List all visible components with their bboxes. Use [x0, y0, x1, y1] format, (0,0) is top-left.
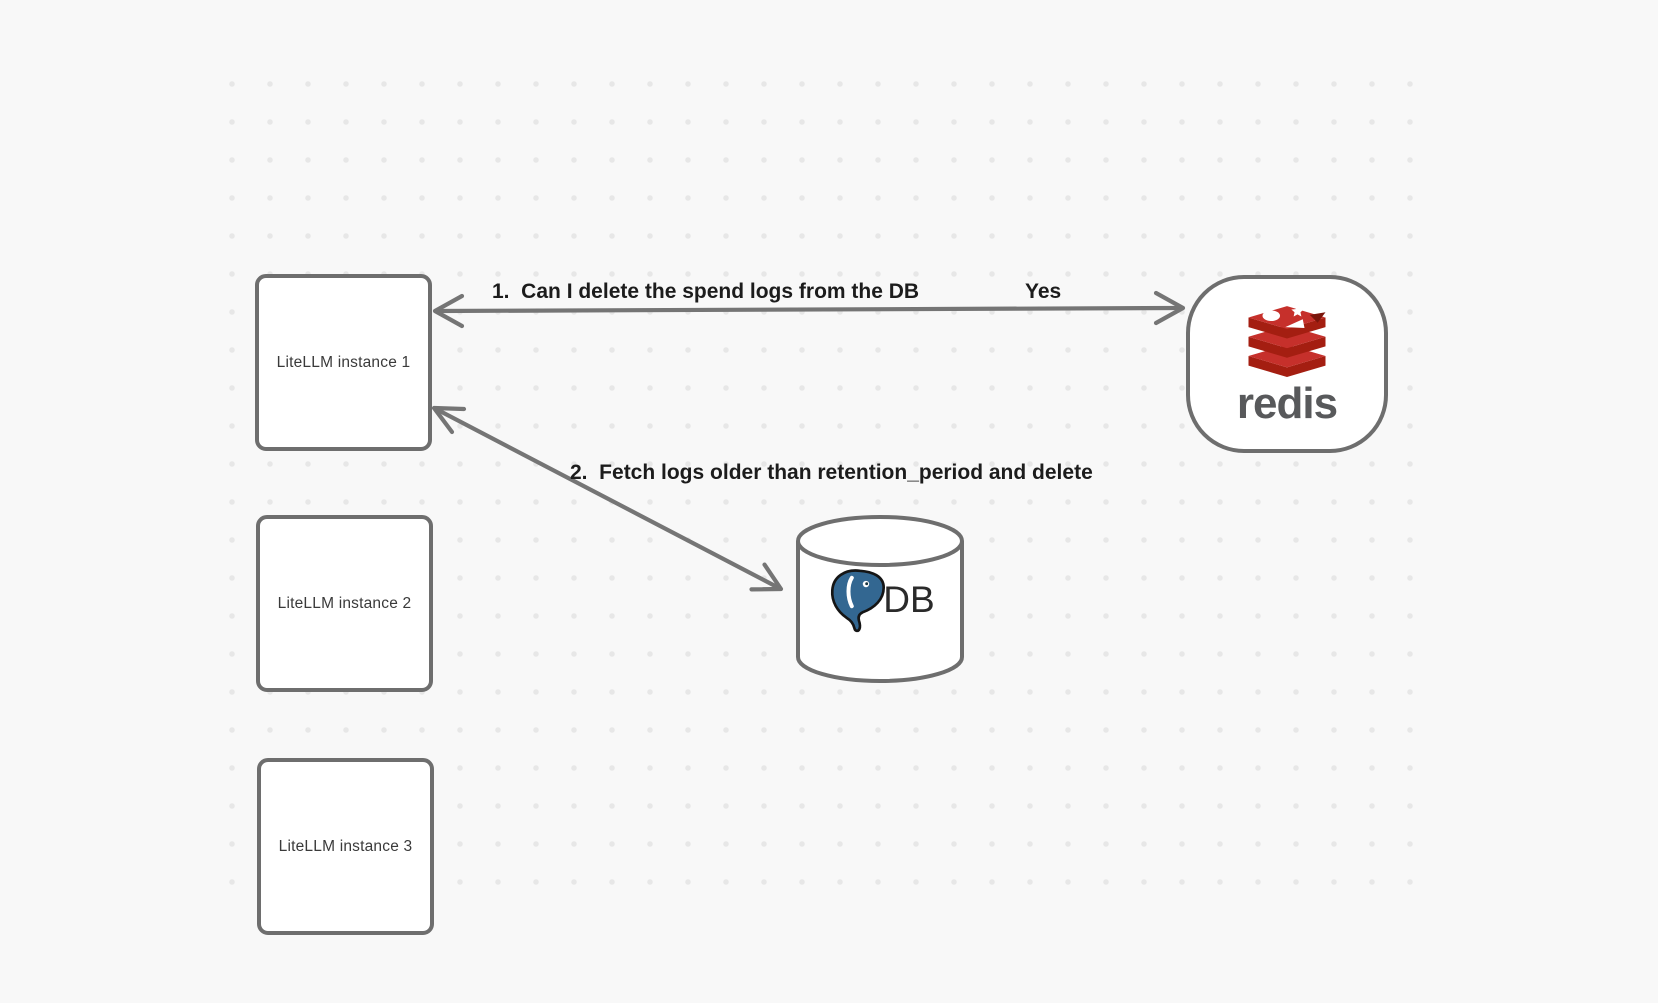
litellm-instance-3-box[interactable]: LiteLLM instance 3: [257, 758, 434, 935]
arrow-instance1-redis[interactable]: [432, 290, 1186, 329]
db-node-content[interactable]: DB: [800, 552, 962, 648]
redis-node[interactable]: redis: [1186, 275, 1388, 453]
redis-wordmark: redis: [1236, 378, 1338, 428]
litellm-instance-1-box[interactable]: LiteLLM instance 1: [255, 274, 432, 451]
postgresql-elephant-icon: [831, 569, 886, 633]
litellm-instance-2-box[interactable]: LiteLLM instance 2: [256, 515, 433, 692]
arrow1-annotation[interactable]: 1. Can I delete the spend logs from the …: [492, 280, 920, 303]
redis-stack-icon: [1248, 304, 1326, 377]
litellm-instance-3-label: LiteLLM instance 3: [278, 837, 413, 855]
litellm-instance-1-label: LiteLLM instance 1: [276, 353, 411, 371]
litellm-instance-2-label: LiteLLM instance 2: [277, 594, 412, 612]
arrow-instance1-db[interactable]: [431, 405, 784, 592]
arrow1-response-annotation[interactable]: Yes: [1025, 280, 1062, 303]
db-label: DB: [883, 579, 935, 620]
arrow2-annotation[interactable]: 2. Fetch logs older than retention_perio…: [570, 461, 1093, 484]
